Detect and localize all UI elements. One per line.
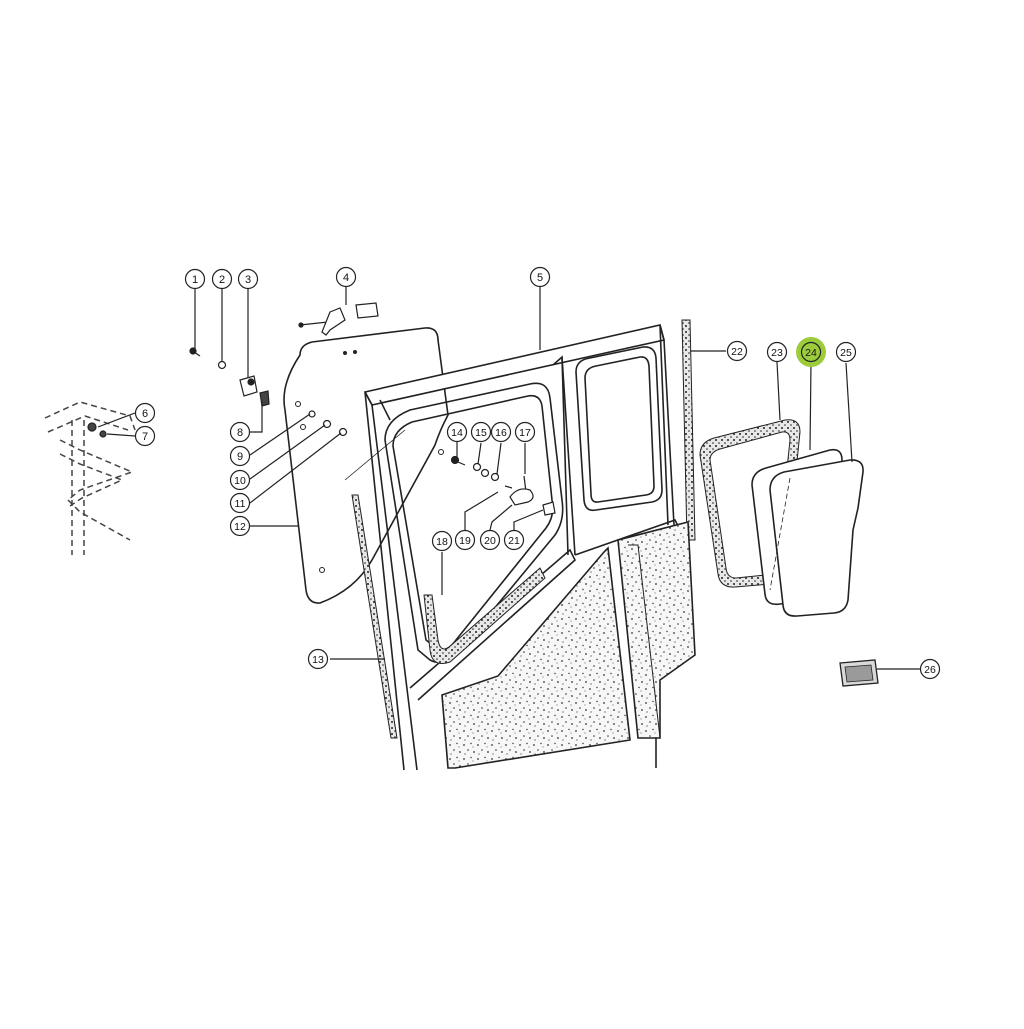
lower-trim-panel-edge bbox=[628, 544, 661, 739]
callout-circle bbox=[835, 341, 857, 363]
callout-4: 4 bbox=[335, 266, 357, 288]
callout-circle bbox=[237, 268, 259, 290]
door-frame bbox=[363, 324, 681, 771]
cab-frame-outline bbox=[44, 401, 136, 555]
callout-circle bbox=[470, 421, 492, 443]
callout-15: 15 bbox=[470, 421, 492, 443]
callout-circle bbox=[229, 421, 251, 443]
callout-label: 15 bbox=[475, 427, 487, 439]
callout-label: 7 bbox=[142, 431, 148, 443]
callout-circle bbox=[229, 469, 251, 491]
lower-trim-panel-left bbox=[441, 546, 631, 769]
rear-vertical-seal bbox=[681, 319, 696, 541]
callout-14: 14 bbox=[446, 421, 468, 443]
callout-22: 22 bbox=[726, 340, 748, 362]
callout-label: 14 bbox=[451, 427, 463, 439]
callout-13: 13 bbox=[307, 648, 329, 670]
callout-2: 2 bbox=[211, 268, 233, 290]
lower-trim-panel-right bbox=[617, 520, 696, 739]
callout-circle bbox=[726, 340, 748, 362]
callout-circle bbox=[211, 268, 233, 290]
callout-10: 10 bbox=[229, 469, 251, 491]
callout-25: 25 bbox=[835, 341, 857, 363]
callout-circle bbox=[529, 266, 551, 288]
callout-21: 21 bbox=[503, 529, 525, 551]
callout-1: 1 bbox=[184, 268, 206, 290]
callout-19: 19 bbox=[454, 529, 476, 551]
callout-circle bbox=[454, 529, 476, 551]
leader-lines bbox=[97, 287, 920, 670]
callout-label: 24 bbox=[805, 347, 817, 359]
callout-label: 11 bbox=[235, 498, 246, 510]
callout-23: 23 bbox=[766, 341, 788, 363]
callout-circle bbox=[919, 658, 941, 680]
callout-circle bbox=[446, 421, 468, 443]
side-seal-strip bbox=[351, 494, 398, 739]
callout-20: 20 bbox=[479, 529, 501, 551]
callout-18: 18 bbox=[431, 530, 453, 552]
callout-17: 17 bbox=[514, 421, 536, 443]
callout-11: 11 bbox=[229, 492, 251, 514]
callout-label: 21 bbox=[508, 535, 520, 547]
callout-7: 7 bbox=[134, 425, 156, 447]
callout-label: 2 bbox=[219, 274, 225, 286]
window-channel-seal bbox=[423, 567, 546, 664]
callout-24: 24 bbox=[796, 337, 826, 367]
callout-8: 8 bbox=[229, 421, 251, 443]
callout-16: 16 bbox=[490, 421, 512, 443]
callout-5: 5 bbox=[529, 266, 551, 288]
marker-light bbox=[839, 659, 879, 687]
callout-label: 19 bbox=[459, 535, 471, 547]
callout-circle bbox=[490, 421, 512, 443]
callout-label: 13 bbox=[312, 654, 324, 666]
callout-label: 12 bbox=[234, 521, 246, 533]
callout-label: 18 bbox=[436, 536, 448, 548]
callout-label: 3 bbox=[245, 274, 251, 286]
callout-label: 20 bbox=[484, 535, 496, 547]
glass-reflection bbox=[769, 477, 791, 591]
callout-circle bbox=[766, 341, 788, 363]
callout-label: 5 bbox=[537, 272, 543, 284]
callout-circle bbox=[229, 492, 251, 514]
callout-circle bbox=[335, 266, 357, 288]
callout-label: 23 bbox=[771, 347, 783, 359]
callout-circle bbox=[229, 445, 251, 467]
callout-3: 3 bbox=[237, 268, 259, 290]
callout-circle bbox=[307, 648, 329, 670]
callout-label: 25 bbox=[840, 347, 852, 359]
callout-label: 26 bbox=[924, 664, 936, 676]
callout-label: 1 bbox=[192, 274, 198, 286]
callout-circle bbox=[479, 529, 501, 551]
callout-label: 10 bbox=[234, 475, 246, 487]
callout-circle bbox=[431, 530, 453, 552]
small-hardware bbox=[87, 302, 556, 516]
callout-26: 26 bbox=[919, 658, 941, 680]
callout-label: 8 bbox=[237, 427, 243, 439]
callout-6: 6 bbox=[134, 402, 156, 424]
callout-label: 22 bbox=[731, 346, 743, 358]
callout-12: 12 bbox=[229, 515, 251, 537]
callout-label: 17 bbox=[519, 427, 531, 439]
callout-circle bbox=[503, 529, 525, 551]
callout-9: 9 bbox=[229, 445, 251, 467]
callout-circle bbox=[514, 421, 536, 443]
callout-circle bbox=[184, 268, 206, 290]
callout-circle bbox=[229, 515, 251, 537]
glass-pane-outer bbox=[769, 459, 864, 617]
callout-label: 16 bbox=[495, 427, 507, 439]
callout-circle bbox=[800, 341, 822, 363]
callout-circle bbox=[134, 402, 156, 424]
callout-label: 4 bbox=[343, 272, 349, 284]
callout-circle bbox=[134, 425, 156, 447]
callout-label: 9 bbox=[237, 451, 243, 463]
callout-label: 6 bbox=[142, 408, 148, 420]
